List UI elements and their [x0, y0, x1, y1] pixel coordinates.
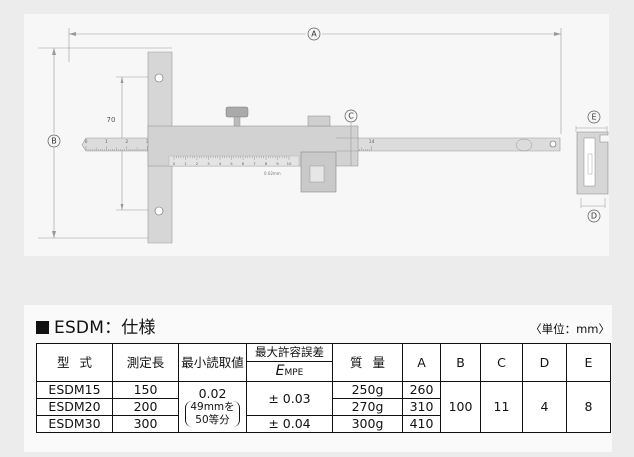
cell-d: 4: [522, 381, 567, 433]
cell-model: ESDM20: [36, 398, 113, 416]
fine-adjust-knob: [307, 115, 331, 127]
header-b: B: [440, 343, 481, 382]
vernier-number: 10: [287, 161, 292, 166]
header-e: E: [566, 343, 611, 382]
label-e: E: [591, 113, 596, 122]
cross-section-view: E D: [575, 110, 609, 223]
cell-range: 300: [112, 415, 179, 433]
vernier-slider: 0 1 2 3 4 5 6 7 8 9 10 0.02mm: [147, 106, 359, 193]
spec-title: ESDM：仕様: [36, 313, 156, 338]
header-model: 型式: [36, 343, 113, 382]
dimension-a: A: [68, 27, 562, 134]
cell-model: ESDM30: [36, 415, 113, 433]
cell-range: 150: [112, 381, 179, 399]
header-mpe-symbol: EMPE: [275, 363, 304, 380]
vernier-number: 2: [196, 161, 199, 166]
cell-c: 11: [480, 381, 523, 433]
header-reading: 最小読取値: [178, 343, 247, 382]
locking-screw-knob: [225, 106, 249, 118]
header-d: D: [522, 343, 567, 382]
cell-b: 100: [440, 381, 481, 433]
header-c: C: [480, 343, 523, 382]
vernier-note: 0.02mm: [264, 171, 281, 176]
vernier-number: 7: [253, 161, 256, 166]
cell-weight: 250g: [332, 381, 403, 399]
vernier-number: 0: [173, 161, 176, 166]
depth-gauge-drawing: A B 70: [38, 27, 609, 244]
cell-a: 260: [402, 381, 441, 399]
header-weight: 質量: [332, 343, 403, 382]
base-hole-bottom: [154, 206, 164, 216]
spec-table: 型式 測定長 最小読取値 最大許容誤差 EMPE 質量 A B C D E ES…: [36, 343, 611, 433]
label-circle-c: [344, 109, 358, 123]
vernier-number: 9: [276, 161, 279, 166]
cell-weight: 300g: [332, 415, 403, 433]
header-a: A: [402, 343, 441, 382]
cell-mpe-1: ± 0.03: [246, 381, 333, 416]
product-diagram: A B 70: [24, 14, 609, 256]
vernier-number: 6: [242, 161, 245, 166]
label-c: C: [348, 112, 354, 121]
header-mpe-title: 最大許容誤差: [247, 344, 332, 363]
depth-label: 70: [107, 116, 116, 124]
spec-title-text: ESDM：仕様: [54, 318, 156, 338]
cell-e: 8: [566, 381, 611, 433]
label-b: B: [51, 137, 57, 146]
scale-number: 3: [146, 139, 149, 145]
label-circle-b: [47, 134, 61, 148]
header-range: 測定長: [112, 343, 179, 382]
label-d: D: [591, 212, 597, 221]
scale-number: 14: [369, 139, 375, 145]
spec-panel: ESDM：仕様 〈単位：mm〉 型式 測定長 最小読取値 最大許容誤差 EMPE…: [24, 305, 612, 452]
table-row: ESDM30 300 ± 0.04 300g 410: [36, 415, 611, 433]
square-bullet-icon: [36, 321, 49, 334]
header-mpe: 最大許容誤差 EMPE: [246, 343, 333, 382]
vernier-number: 3: [207, 161, 210, 166]
dimension-b: B: [38, 47, 172, 239]
reading-value: 0.02: [198, 386, 227, 401]
cell-model: ESDM15: [36, 381, 113, 399]
scale-number: 0: [85, 139, 88, 145]
cell-weight: 270g: [332, 398, 403, 416]
label-a: A: [311, 30, 317, 39]
cell-mpe-2: ± 0.04: [246, 415, 333, 433]
vernier-scale: 0 1 2 3 4 5 6 7 8 9 10: [173, 156, 292, 166]
cell-a: 410: [402, 415, 441, 433]
beam-end-hole: [549, 140, 557, 148]
label-circle-e: [587, 110, 601, 124]
vernier-number: 4: [219, 161, 222, 166]
scale-number: 2: [125, 139, 128, 145]
label-circle-a: [307, 27, 321, 41]
cell-range: 200: [112, 398, 179, 416]
label-circle-d: [587, 209, 601, 223]
base-hole-top: [154, 73, 164, 83]
vernier-number: 5: [230, 161, 233, 166]
vernier-number: 1: [184, 161, 187, 166]
vernier-number: 8: [265, 161, 268, 166]
scale-number: 1: [105, 139, 108, 145]
unit-note: 〈単位：mm〉: [530, 322, 610, 336]
dimension-c: C: [336, 109, 359, 166]
table-header-row: 型式 測定長 最小読取値 最大許容誤差 EMPE 質量 A B C D E: [36, 343, 611, 382]
cell-a: 310: [402, 398, 441, 416]
brand-logo: [515, 138, 533, 152]
